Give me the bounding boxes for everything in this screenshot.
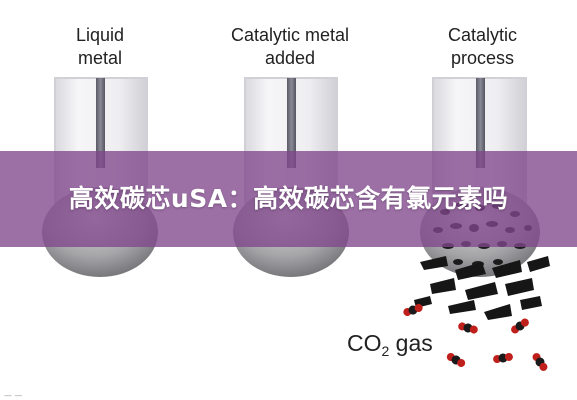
co2-prefix: CO [347, 330, 382, 356]
label-line-2: added [264, 48, 316, 68]
electrode-rod [476, 78, 485, 168]
footer-mark: — — [4, 391, 23, 400]
label-line-2: metal [77, 48, 122, 68]
label-line-1: Catalytic metal [230, 25, 350, 45]
co2-gas-label: CO2 gas [347, 330, 433, 359]
label-catalytic-process: Catalytic process [415, 24, 550, 70]
label-catalytic-metal-added: Catalytic metal added [205, 24, 375, 70]
banner-title: 高效碳芯uSA：高效碳芯含有氯元素吗 [68, 184, 509, 213]
co2-suffix: gas [389, 330, 433, 356]
co2-molecules [403, 303, 548, 371]
label-line-2: process [450, 48, 515, 68]
electrode-rod [96, 78, 105, 168]
co2-subscript: 2 [381, 343, 390, 359]
carbon-flakes [414, 256, 550, 320]
label-line-1: Liquid [75, 25, 125, 45]
electrode-rod [287, 78, 296, 168]
label-line-1: Catalytic [447, 25, 518, 45]
title-banner: 高效碳芯uSA：高效碳芯含有氯元素吗 [0, 151, 577, 247]
label-liquid-metal: Liquid metal [40, 24, 160, 70]
